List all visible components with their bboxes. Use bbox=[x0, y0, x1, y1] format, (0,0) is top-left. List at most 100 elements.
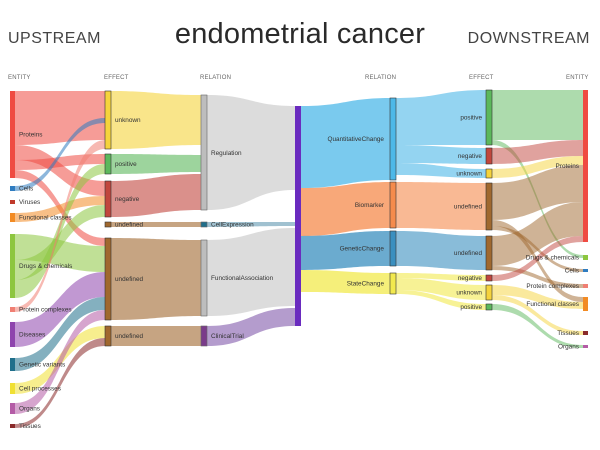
label-left-entity-drugs-and-chemicals: Drugs & chemicals bbox=[19, 263, 72, 270]
node-right-entity-tissues bbox=[583, 331, 588, 335]
node-right-effect-undefined bbox=[485, 235, 493, 271]
column-header-right-entity: ENTITY bbox=[566, 75, 589, 81]
label-right-effect-undefined: undefined bbox=[454, 204, 483, 211]
node-left-entity-functional-classes bbox=[10, 213, 15, 222]
label-left-entity-genetic-variants: Genetic variants bbox=[19, 362, 65, 369]
label-right-entity-tissues: Tissues bbox=[557, 330, 579, 337]
label-right-effect-positive: positive bbox=[460, 304, 482, 311]
flow-center-to-relation bbox=[301, 231, 390, 270]
node-right-entity-functional-classes bbox=[583, 297, 588, 311]
upstream-label: UPSTREAM bbox=[8, 30, 101, 47]
node-left-entity-organs bbox=[10, 403, 15, 414]
node-right-entity-protein-complexes bbox=[583, 284, 588, 288]
label-left-entity-cell-processes: Cell processes bbox=[19, 386, 61, 393]
node-right-effect-negative bbox=[485, 274, 493, 282]
node-left-entity-tissues bbox=[10, 424, 15, 428]
node-left-effect-undefined bbox=[104, 325, 112, 347]
label-right-effect-positive: positive bbox=[460, 115, 482, 122]
label-left-entity-viruses: Viruses bbox=[19, 199, 40, 206]
label-right-effect-negative: negative bbox=[458, 275, 483, 282]
flow-effect-to-right-entity bbox=[492, 140, 583, 164]
label-left-relation-cellexpression: CellExpression bbox=[211, 222, 254, 229]
node-center bbox=[295, 106, 301, 326]
label-right-entity-functional-classes: Functional classes bbox=[526, 301, 579, 308]
flow-left-entity-to-effect bbox=[15, 196, 105, 222]
label-right-effect-unknown: unknown bbox=[456, 171, 482, 178]
label-right-effect-unknown: unknown bbox=[456, 290, 482, 297]
label-left-effect-undefined: undefined bbox=[115, 333, 144, 340]
flow-relation-to-effect bbox=[396, 290, 486, 310]
node-right-relation-geneticchange bbox=[389, 230, 397, 267]
column-header-left-entity: ENTITY bbox=[8, 75, 31, 81]
label-left-effect-positive: positive bbox=[115, 161, 137, 168]
flow-effect-to-right-entity bbox=[492, 304, 583, 348]
flow-relation-to-center bbox=[207, 222, 295, 227]
node-right-relation-quantitativechange bbox=[389, 97, 397, 181]
node-left-entity-drugs-and-chemicals bbox=[10, 234, 15, 298]
column-header-left-effect: EFFECT bbox=[104, 75, 129, 81]
flow-left-effect-to-relation bbox=[111, 326, 201, 346]
flow-left-entity-to-effect bbox=[15, 140, 105, 312]
label-left-entity-cells: Cells bbox=[19, 186, 33, 193]
node-left-relation-clinicaltrial bbox=[200, 325, 208, 347]
node-right-entity-organs bbox=[583, 345, 588, 348]
node-left-effect-positive bbox=[104, 153, 112, 175]
node-right-relation-statechange bbox=[389, 272, 397, 295]
flow-left-entity-to-effect bbox=[15, 91, 105, 145]
label-left-effect-undefined: undefined bbox=[115, 222, 144, 229]
label-right-relation-biomarker: Biomarker bbox=[355, 202, 385, 209]
label-left-relation-regulation: Regulation bbox=[211, 150, 242, 157]
flow-effect-to-right-entity bbox=[492, 236, 583, 281]
node-left-entity-genetic-variants bbox=[10, 358, 15, 371]
node-right-entity-drugs-and-chemicals bbox=[583, 255, 588, 260]
node-right-effect-undefined bbox=[485, 182, 493, 231]
column-header-left-relation: RELATION bbox=[200, 75, 232, 81]
label-left-entity-organs: Organs bbox=[19, 406, 40, 413]
flow-left-entity-to-effect bbox=[15, 164, 105, 298]
flow-relation-to-effect bbox=[396, 163, 486, 178]
flow-relation-to-effect bbox=[396, 145, 486, 164]
flow-relation-to-effect bbox=[396, 231, 486, 270]
flow-relation-to-center bbox=[207, 228, 295, 316]
flow-effect-to-right-entity bbox=[492, 90, 583, 140]
node-left-entity-protein-complexes bbox=[10, 307, 15, 312]
label-left-effect-undefined: undefined bbox=[115, 276, 144, 283]
node-left-effect-negative bbox=[104, 180, 112, 218]
node-right-effect-unknown bbox=[485, 168, 493, 179]
flow-relation-to-effect bbox=[396, 182, 486, 230]
page-title: endometrial cancer bbox=[174, 18, 426, 50]
flow-left-entity-to-effect bbox=[15, 118, 105, 191]
node-left-effect-undefined bbox=[104, 221, 112, 228]
node-right-effect-positive bbox=[485, 303, 493, 311]
flow-left-effect-to-relation bbox=[111, 222, 201, 227]
flow-left-entity-to-effect bbox=[15, 338, 105, 428]
node-left-entity-proteins bbox=[10, 91, 15, 178]
label-right-effect-negative: negative bbox=[458, 153, 483, 160]
column-header-right-effect: EFFECT bbox=[469, 75, 494, 81]
node-right-entity-proteins bbox=[583, 90, 588, 242]
flow-left-entity-to-effect bbox=[15, 234, 105, 272]
flow-center-to-relation bbox=[301, 270, 390, 294]
node-left-entity-cell-processes bbox=[10, 383, 15, 394]
flow-effect-to-right-entity bbox=[492, 165, 583, 220]
label-right-effect-undefined: undefined bbox=[454, 250, 483, 257]
node-right-effect-negative bbox=[485, 147, 493, 165]
downstream-label: DOWNSTREAM bbox=[467, 30, 590, 47]
flow-relation-to-effect bbox=[396, 273, 486, 281]
label-right-relation-quantitativechange: QuantitativeChange bbox=[328, 136, 385, 143]
label-left-entity-functional-classes: Functional classes bbox=[19, 215, 72, 222]
flow-left-entity-to-effect bbox=[15, 297, 105, 371]
node-right-effect-unknown bbox=[485, 284, 493, 301]
flow-center-to-relation bbox=[301, 182, 390, 236]
node-left-relation-regulation bbox=[200, 94, 208, 211]
flow-left-entity-to-effect bbox=[15, 205, 105, 280]
node-left-entity-cells bbox=[10, 186, 15, 191]
flow-left-effect-to-relation bbox=[111, 174, 201, 217]
label-right-entity-protein-complexes: Protein complexes bbox=[526, 283, 579, 290]
label-left-relation-functionalassociation: FunctionalAssociation bbox=[211, 275, 274, 282]
flow-left-effect-to-relation bbox=[111, 238, 201, 320]
label-right-entity-organs: Organs bbox=[558, 344, 579, 351]
label-left-entity-diseases: Diseases bbox=[19, 332, 45, 339]
